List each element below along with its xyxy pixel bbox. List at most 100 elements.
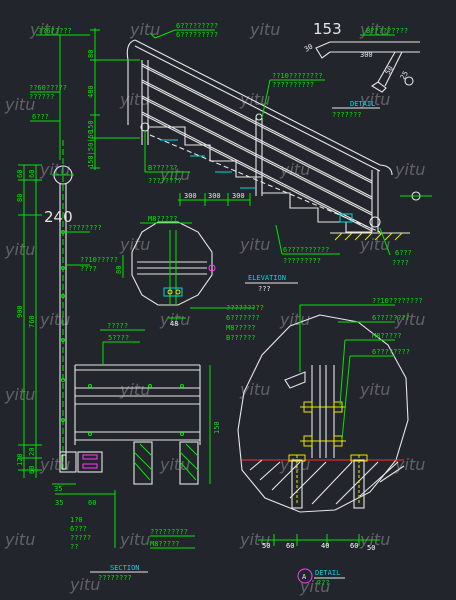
handrail-top (134, 39, 381, 166)
dim-20: 20 (28, 448, 36, 456)
rail-bar (141, 97, 373, 216)
note-d-4: B?????? (226, 334, 256, 342)
dim-35: 35 (55, 499, 63, 507)
dim-300: 300 (208, 192, 221, 200)
handrail-bracket (284, 371, 306, 389)
handrail-end-bend (126, 39, 136, 125)
note-section-4: M8????? (150, 540, 180, 548)
section-view: 150 35 60 ????? 5???? ????????? M8????? … (55, 322, 221, 582)
handrail-end-bend (379, 164, 393, 176)
section-subtitle: ???????? (98, 574, 132, 582)
side-post-view: 60 60 80 900 760 120 20 60 240 35 ??6???… (16, 27, 118, 493)
detail-a-polygon (237, 314, 409, 513)
dim-760: 760 (28, 315, 36, 328)
note-post-1: 6??? (395, 249, 412, 257)
leader-line (149, 32, 156, 39)
note-elevation-2: ?????????? (272, 81, 314, 89)
note-detail-a-4: 6???????? (372, 348, 410, 356)
post-base-bolt (61, 454, 67, 470)
watermark-text: yitu (239, 90, 270, 109)
elevation-title: ELEVATION (248, 274, 286, 282)
watermark-text: yitu (4, 385, 35, 404)
ground-hatch (334, 232, 403, 241)
post-hole (61, 418, 65, 422)
watermark-text: yitu (239, 530, 270, 549)
post-hole (61, 338, 65, 342)
note-post-2: ???? (392, 259, 409, 267)
dim-25: 25 (399, 70, 410, 81)
detail-base-plate (163, 287, 183, 297)
note-elevation-bottom-1: 6?????????? (283, 246, 329, 254)
section-clamp (77, 451, 103, 473)
note-elevation-bottom-2: ????????? (283, 257, 321, 265)
detail-a-title: DETAIL (315, 569, 340, 577)
rail-bar-edge (141, 79, 373, 198)
elevation-subtitle: ??? (258, 285, 271, 293)
dim-80: 80 (87, 50, 95, 58)
watermark-text: yitu (249, 20, 280, 39)
note-section-5: 1?0 (70, 516, 83, 524)
watermark-text: yitu (39, 160, 70, 179)
watermark-text: yitu (119, 235, 150, 254)
section-hole (180, 384, 184, 388)
dim-50: 50 (384, 65, 395, 76)
note-mid-left-1: ??60????? (29, 84, 67, 92)
watermark-text: yitu (4, 530, 35, 549)
note-m8: M8????? (148, 215, 178, 223)
note-section-8: ?? (70, 543, 78, 551)
dim-150: 150 (213, 421, 221, 434)
detail-a-subtitle: ??? (317, 579, 330, 587)
rail-bar-edge (141, 63, 373, 182)
section-clamp-bolt (82, 454, 98, 460)
dim-60: 60 (350, 542, 358, 550)
note-bolt-2: ???? (80, 265, 97, 273)
section-hole (88, 384, 92, 388)
note-top-left: ??6????? (38, 27, 72, 35)
handrail-detail-view: 153 B????????? 300 30 50 25 DETAIL ?????… (303, 20, 420, 119)
note-mid-left-3: ?????? (29, 93, 54, 101)
concrete-hatch (249, 459, 405, 505)
leader-line (339, 339, 346, 406)
section-clamp-bolt (82, 463, 98, 469)
watermark-text: yitu (239, 235, 270, 254)
dim-60: 60 (28, 170, 36, 178)
note-detail-a-3: M8????? (372, 332, 402, 340)
detail-bolt (175, 289, 181, 295)
bracket-arm (377, 51, 396, 83)
detail-a-view: ??10???????? 6???????? M8????? 6????????… (237, 297, 423, 587)
note-b-2: ???????? (148, 177, 182, 185)
watermark-text: yitu (279, 310, 310, 329)
dim-60: 60 (16, 170, 24, 178)
detail-marker (208, 264, 216, 272)
dim-48: 48 (170, 320, 178, 328)
watermark-text: yitu (159, 165, 190, 184)
section-hatch (179, 443, 199, 481)
watermark-text: yitu (279, 160, 310, 179)
watermark-text: yitu (359, 90, 390, 109)
dim-150-50-50: 150|50|50 (87, 130, 95, 168)
dim-480: 480 (87, 85, 95, 98)
watermark-text: yitu (299, 577, 330, 596)
stair-elevation-view: 80 480 150 150|50|50 300 300 300 6??????… (87, 22, 432, 293)
post-hole (61, 230, 65, 234)
dim-150: 150 (87, 120, 95, 133)
watermark-text: yitu (69, 575, 100, 594)
section-stringer (179, 441, 199, 485)
watermark-text: yitu (394, 160, 425, 179)
post-hole (61, 266, 65, 270)
watermark-text: yitu (129, 20, 160, 39)
note-d-3: M8????? (226, 324, 256, 332)
dim-50: 50 (367, 544, 375, 552)
watermark-text: yitu (359, 20, 390, 39)
bracket-detail-view: 80 48 M8????? ????????? 6??????? M8?????… (115, 215, 264, 342)
watermark-text: yitu (394, 455, 425, 474)
section-stringer (133, 441, 153, 485)
note-left-bracket: ???????? (68, 224, 102, 232)
base-plate (339, 213, 353, 223)
bracket-foot (370, 81, 387, 93)
dim-300: 300 (232, 192, 245, 200)
rail-bar (141, 81, 373, 200)
note-detail-a-1: ??10???????? (372, 297, 423, 305)
post-hole (61, 294, 65, 298)
